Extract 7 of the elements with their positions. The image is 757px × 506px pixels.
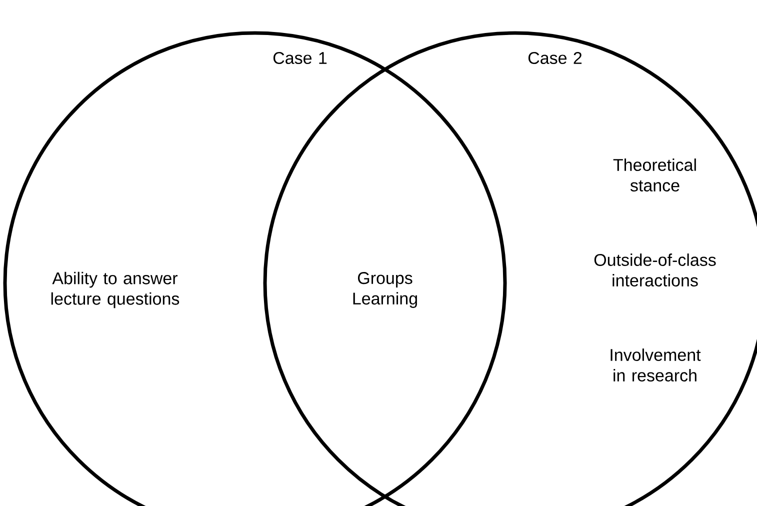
circle-label: Case 2 (528, 52, 582, 64)
circle-label: Involvement in research (610, 348, 701, 382)
circle-label: Ability to answer lecture questions (51, 272, 180, 308)
circle-label: Outside-of-class interactions (594, 254, 716, 286)
circle-label: Case 1 (273, 52, 327, 64)
circle-label: Theoretical stance (613, 158, 696, 192)
overlap-label: Groups Learning (353, 272, 417, 308)
